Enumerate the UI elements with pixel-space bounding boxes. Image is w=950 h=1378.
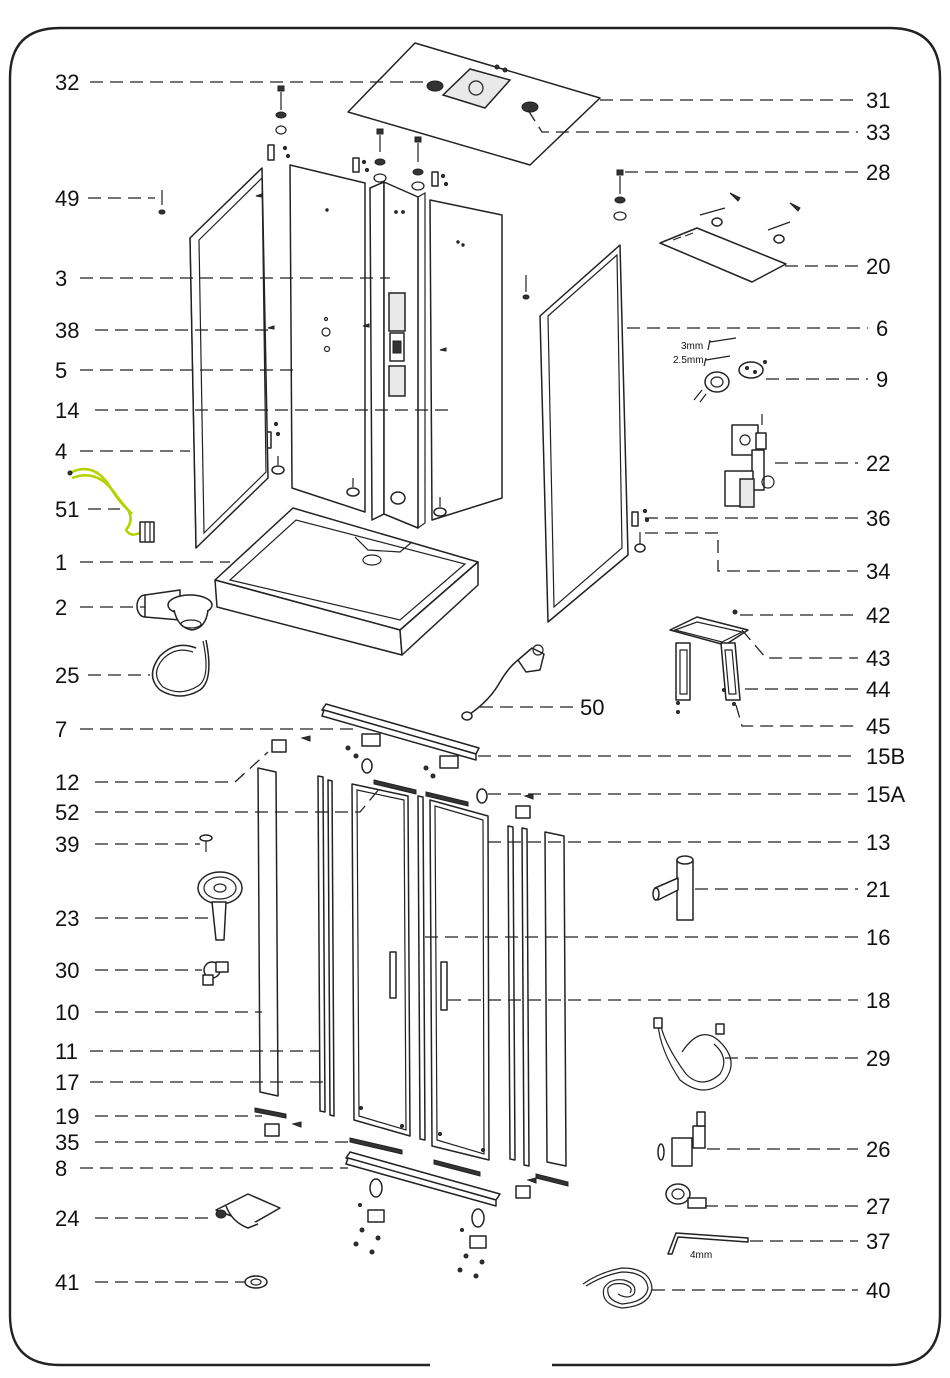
thermostat-valve <box>725 414 774 507</box>
label-38: 38 <box>55 318 79 343</box>
fixed-panel-right <box>545 832 566 1166</box>
hand-shower <box>198 872 242 940</box>
label-33: 33 <box>866 120 890 145</box>
valve-elbow <box>658 1112 705 1166</box>
label-45: 45 <box>866 714 890 739</box>
right-side-panel <box>540 245 628 622</box>
label-39: 39 <box>55 832 79 857</box>
sealant-coil <box>583 1268 652 1308</box>
label-10: 10 <box>55 1000 79 1025</box>
pipe-clamp <box>666 1184 706 1208</box>
label-37: 37 <box>866 1229 890 1254</box>
label-35: 35 <box>55 1130 79 1155</box>
label-26: 26 <box>866 1137 890 1162</box>
back-panel-left <box>272 165 365 512</box>
annotation-2-5mm: 2.5mm <box>673 355 704 366</box>
label-5: 5 <box>55 358 67 383</box>
seals-right <box>508 826 529 1166</box>
label-9: 9 <box>876 367 888 392</box>
shower-hose <box>654 1018 731 1090</box>
shower-tray <box>215 508 478 655</box>
seals-left <box>318 776 334 1116</box>
label-31: 31 <box>866 88 890 113</box>
label-29: 29 <box>866 1046 890 1071</box>
label-21: 21 <box>866 877 890 902</box>
valve-knob <box>694 338 767 402</box>
label-17: 17 <box>55 1070 79 1095</box>
waste-hose <box>153 640 209 696</box>
shelf-bracket <box>660 193 800 282</box>
label-28: 28 <box>866 160 890 185</box>
top-door-rail <box>322 704 479 760</box>
annotation-4mm: 4mm <box>690 1250 712 1261</box>
label-15b: 15B <box>866 744 905 769</box>
screw <box>200 835 212 852</box>
label-20: 20 <box>866 254 890 279</box>
drain-waste <box>137 590 212 630</box>
bottom-door-rail <box>346 1152 500 1206</box>
fixed-panel-left <box>258 768 278 1096</box>
label-1: 1 <box>55 550 67 575</box>
label-25: 25 <box>55 663 79 688</box>
roof-panel <box>348 43 600 165</box>
label-34: 34 <box>866 559 890 584</box>
rollers-top <box>302 734 533 803</box>
label-51: 51 <box>55 497 79 522</box>
label-13: 13 <box>866 830 890 855</box>
label-15a: 15A <box>866 782 905 807</box>
annotation-3mm: 3mm <box>681 341 703 352</box>
fixing-clip <box>635 532 645 552</box>
label-14: 14 <box>55 398 79 423</box>
label-44: 44 <box>866 677 890 702</box>
wall-elbow <box>203 962 228 985</box>
label-42: 42 <box>866 603 890 628</box>
label-4: 4 <box>55 439 67 464</box>
label-24: 24 <box>55 1206 79 1231</box>
folding-seat <box>670 610 748 714</box>
label-7: 7 <box>55 717 67 742</box>
label-40: 40 <box>866 1278 890 1303</box>
label-52: 52 <box>55 800 79 825</box>
wiring-harness <box>68 469 154 542</box>
label-6: 6 <box>876 316 888 341</box>
sliding-door-left <box>352 784 410 1136</box>
label-12: 12 <box>55 770 79 795</box>
label-2: 2 <box>55 595 67 620</box>
shower-holder <box>216 1194 280 1228</box>
label-27: 27 <box>866 1194 890 1219</box>
inlet-hose <box>462 645 544 720</box>
label-49: 49 <box>55 186 79 211</box>
tool-size-annotations: 3mm 2.5mm 4mm <box>673 341 712 1261</box>
label-8: 8 <box>55 1156 67 1181</box>
label-11: 11 <box>55 1039 78 1064</box>
label-22: 22 <box>866 451 890 476</box>
sliding-door-right <box>418 796 489 1160</box>
label-36: 36 <box>866 506 890 531</box>
label-43: 43 <box>866 646 890 671</box>
label-30: 30 <box>55 958 79 983</box>
label-32: 32 <box>55 70 79 95</box>
left-side-panel <box>190 168 268 548</box>
t-connector <box>653 856 693 920</box>
central-column <box>370 182 425 528</box>
washer <box>245 1276 267 1288</box>
label-16: 16 <box>866 925 890 950</box>
label-19: 19 <box>55 1104 79 1129</box>
label-23: 23 <box>55 906 79 931</box>
label-18: 18 <box>866 988 890 1013</box>
back-panel-right <box>430 200 502 520</box>
label-41: 41 <box>55 1270 79 1295</box>
label-3: 3 <box>55 266 67 291</box>
label-50: 50 <box>580 695 604 720</box>
